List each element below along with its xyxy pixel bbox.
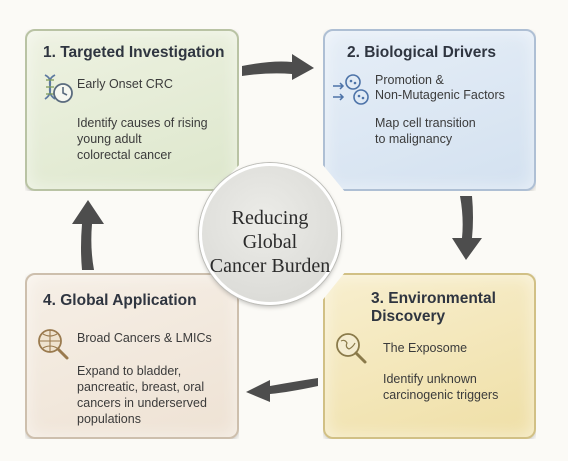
description-line: carcinogenic triggers bbox=[383, 388, 499, 402]
step-title: 3. Environmental Discovery bbox=[371, 290, 496, 326]
step-description: Identify causes of rising young adult co… bbox=[77, 115, 208, 163]
subtitle-line: Non-Mutagenic Factors bbox=[375, 88, 505, 102]
map-magnifier-icon bbox=[38, 329, 69, 360]
arrow-3-to-4 bbox=[246, 378, 318, 402]
step-card-targeted-investigation: 1. Targeted Investigation Early Onset CR… bbox=[25, 29, 239, 191]
center-title-line: Cancer Burden bbox=[209, 255, 331, 277]
arrow-4-to-1 bbox=[72, 200, 104, 270]
description-line: Expand to bladder, bbox=[77, 364, 182, 378]
center-title-line: Reducing Global bbox=[231, 207, 309, 253]
description-line: Identify causes of rising bbox=[77, 116, 208, 130]
description-line: Identify unknown bbox=[383, 372, 477, 386]
step-subtitle: The Exposome bbox=[383, 341, 468, 355]
step-title: 1. Targeted Investigation bbox=[43, 44, 225, 61]
step-description: Map cell transition to malignancy bbox=[375, 115, 476, 147]
description-line: cancers in underserved bbox=[77, 396, 207, 410]
step-card-environmental-discovery: 3. Environmental Discovery The Exposome … bbox=[323, 273, 536, 439]
description-line: colorectal cancer bbox=[77, 148, 172, 162]
description-line: populations bbox=[77, 412, 141, 426]
step-subtitle: Broad Cancers & LMICs bbox=[77, 331, 212, 345]
dna-clock-icon bbox=[44, 74, 73, 103]
step-subtitle: Promotion & Non-Mutagenic Factors bbox=[375, 73, 505, 103]
title-line: Discovery bbox=[371, 308, 446, 325]
title-line: 3. Environmental bbox=[371, 290, 496, 307]
description-line: young adult bbox=[77, 132, 142, 146]
step-description: Identify unknown carcinogenic triggers bbox=[383, 371, 498, 403]
center-goal-circle: Reducing Global Cancer Burden bbox=[199, 163, 341, 305]
description-line: Map cell transition bbox=[375, 116, 476, 130]
step-card-biological-drivers: 2. Biological Drivers Promotion & Non-Mu… bbox=[323, 29, 536, 191]
step-card-global-application: 4. Global Application Broad Cancers & LM… bbox=[25, 273, 239, 439]
description-line: pancreatic, breast, oral bbox=[77, 380, 205, 394]
arrow-1-to-2 bbox=[242, 54, 314, 80]
cells-icon bbox=[333, 74, 369, 105]
step-subtitle: Early Onset CRC bbox=[77, 77, 173, 91]
subtitle-line: Promotion & bbox=[375, 73, 444, 87]
description-line: to malignancy bbox=[375, 132, 453, 146]
step-title: 4. Global Application bbox=[43, 292, 197, 309]
center-title: Reducing Global Cancer Burden bbox=[202, 206, 338, 278]
globe-magnifier-icon bbox=[336, 333, 367, 364]
arrow-2-to-3 bbox=[452, 196, 482, 260]
step-title: 2. Biological Drivers bbox=[347, 44, 497, 61]
step-description: Expand to bladder, pancreatic, breast, o… bbox=[77, 363, 207, 427]
